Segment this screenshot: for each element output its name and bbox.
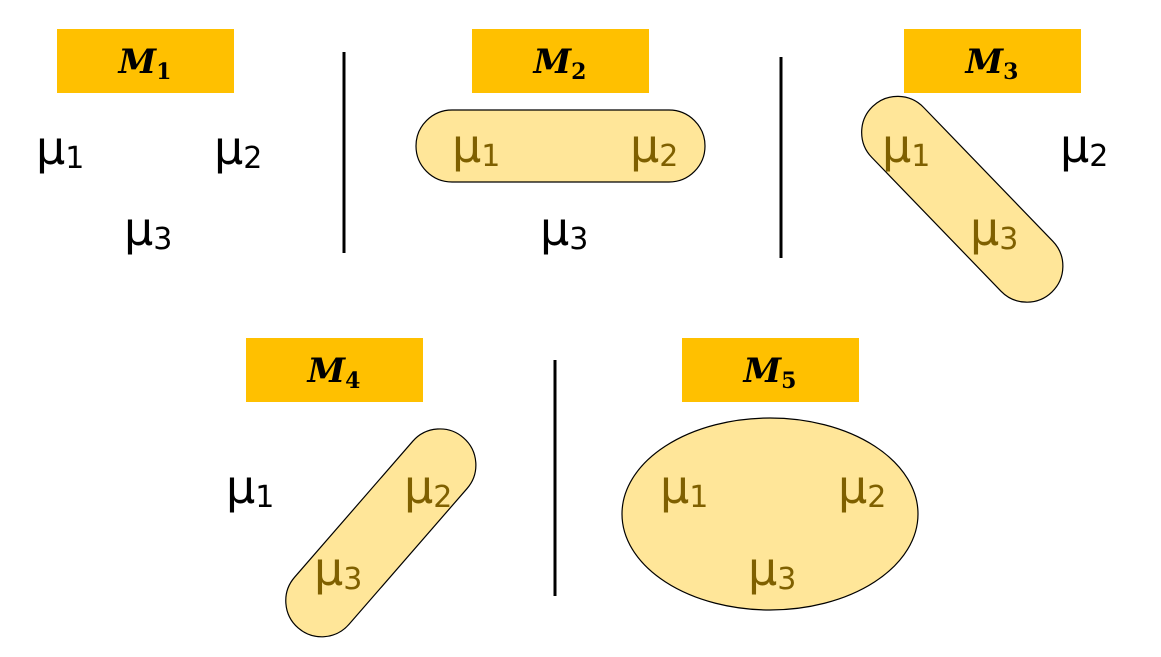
mu-3-m1: μ3 [124, 202, 172, 257]
mu-3-m3: μ3 [970, 202, 1018, 257]
model-label-m2: M2 [533, 42, 587, 85]
group-mu1-mu3-m3 [861, 95, 1064, 303]
mu-1-m2: μ1 [452, 119, 500, 174]
mu-3-m2: μ3 [540, 202, 588, 257]
mu-2-m1: μ2 [214, 121, 262, 176]
mu-1-m5: μ1 [660, 460, 708, 515]
mu-2-m5: μ2 [838, 460, 886, 515]
mu-1-m1: μ1 [36, 121, 84, 176]
panel-m2: M2 μ1 μ2 μ3 [415, 29, 706, 257]
model-label-m3: M3 [965, 42, 1019, 85]
model-label-box-m3 [904, 29, 1081, 93]
model-label-m1: M1 [118, 42, 172, 85]
model-label-box-m1 [57, 29, 234, 93]
group-mu1-mu2-mu3-m5 [621, 417, 919, 611]
mu-3-m5: μ3 [748, 542, 796, 597]
mu-2-m3: μ2 [1060, 119, 1108, 174]
panel-m3: M3 μ1 μ2 μ3 [861, 29, 1108, 303]
model-label-m5: M5 [743, 351, 797, 394]
panel-m4: M4 μ1 μ2 μ3 [226, 338, 477, 638]
model-label-box-m2 [472, 29, 649, 93]
panel-m1: M1 μ1 μ2 μ3 [36, 29, 262, 257]
mu-3-m4: μ3 [314, 542, 362, 597]
mu-1-m4: μ1 [226, 460, 274, 515]
group-mu1-mu2-m2 [415, 109, 706, 183]
panel-m5: M5 μ1 μ2 μ3 [621, 338, 919, 611]
group-mu2-mu3-m4 [285, 428, 477, 638]
mu-1-m3: μ1 [882, 119, 930, 174]
model-label-box-m4 [246, 338, 423, 402]
model-label-box-m5 [682, 338, 859, 402]
mu-2-m4: μ2 [404, 460, 452, 515]
mu-2-m2: μ2 [630, 119, 678, 174]
model-label-m4: M4 [307, 351, 361, 394]
